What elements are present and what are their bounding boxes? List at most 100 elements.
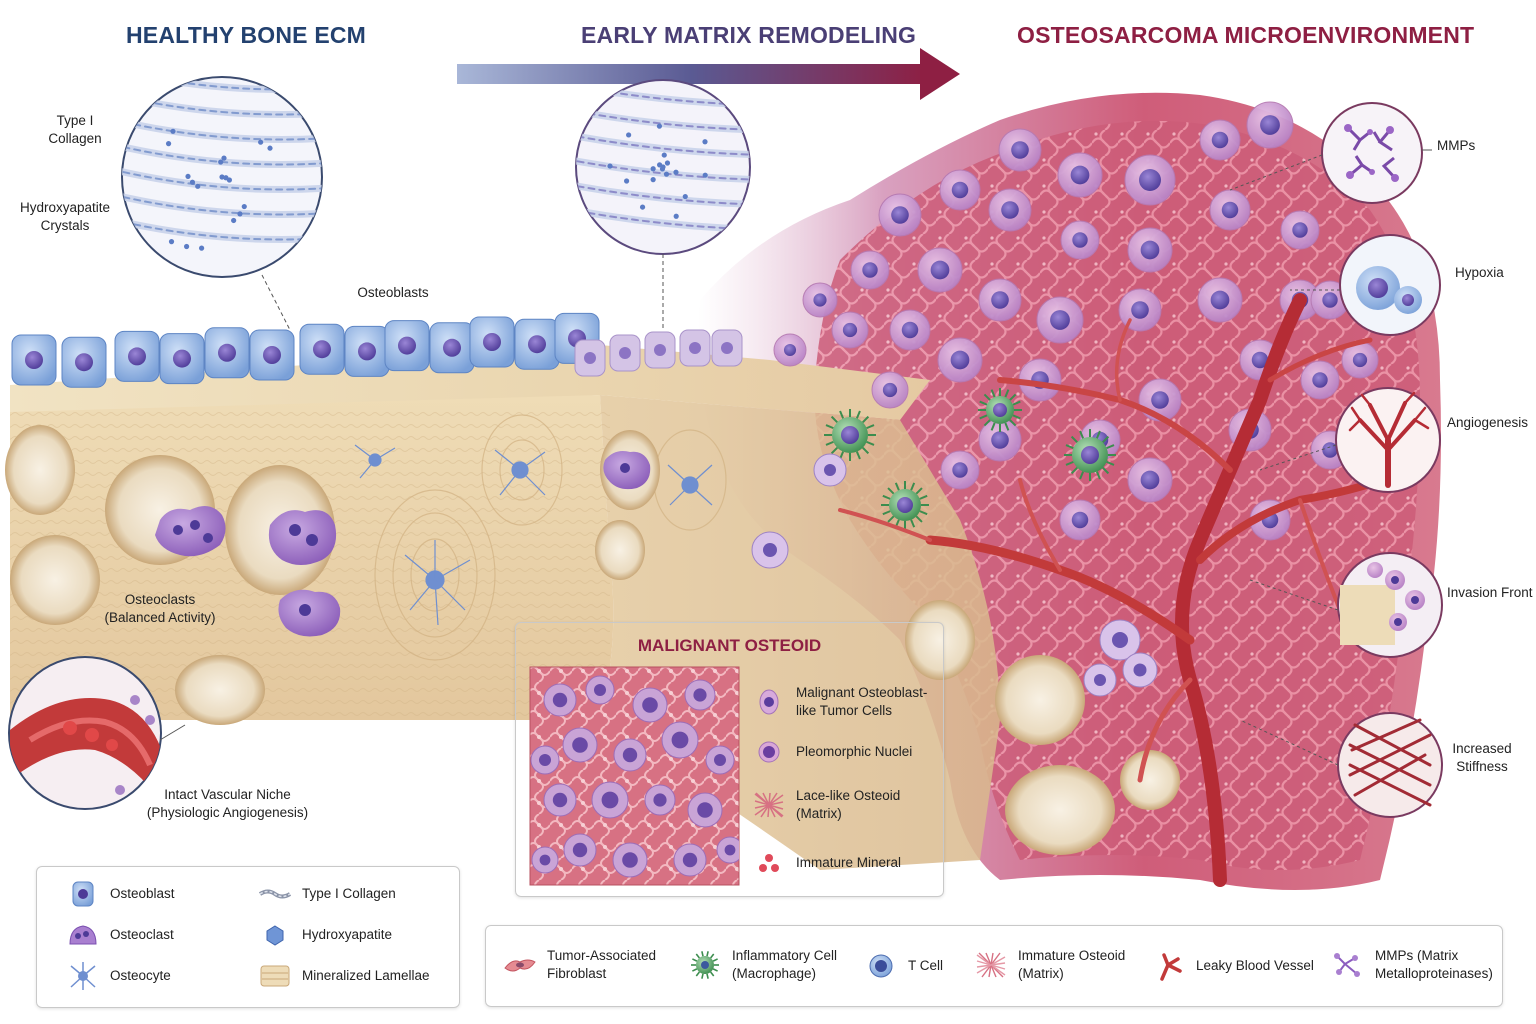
- legend-label-line: Lace-like Osteoid: [796, 788, 901, 803]
- legend-icon-wrap: [1152, 951, 1186, 981]
- legend-item-label: Osteoblast: [110, 885, 175, 903]
- legend-label-line: Fibroblast: [547, 966, 607, 981]
- legend-icon-wrap: [1331, 950, 1365, 980]
- legend-label-line: (Macrophage): [732, 966, 817, 981]
- transitional-cell: [644, 331, 676, 369]
- legend-item-label: Immature Mineral: [796, 854, 901, 872]
- malignant-osteoid-title: MALIGNANT OSTEOID: [637, 636, 822, 655]
- hydroxyapatite-icon: [266, 925, 284, 946]
- osteoblast-cell: [114, 330, 160, 382]
- early-section-title: EARLY MATRIX REMODELING: [581, 22, 917, 48]
- legend-label-line: Osteoclast: [110, 927, 174, 942]
- osteoblast-icon: [72, 881, 94, 907]
- osteoid-tumor-cell: [613, 738, 647, 772]
- transitional-cell: [609, 334, 641, 372]
- legend-item-label: Osteoclast: [110, 926, 174, 944]
- transitional-cell: [574, 339, 606, 377]
- leaky-vessel-icon: [1160, 953, 1182, 981]
- tumor-cell: [1246, 101, 1294, 149]
- hypoxia-callout-circle: [1339, 234, 1441, 336]
- osteoblast-row: [11, 312, 743, 388]
- legend-item-label: Pleomorphic Nuclei: [796, 743, 912, 761]
- tumor-cell-icon: [759, 689, 779, 715]
- hypoxia-callout-label: Hypoxia: [1455, 265, 1504, 280]
- legend-icon-wrap: [66, 961, 100, 991]
- legend-label-line: Hydroxyapatite: [302, 927, 393, 942]
- macrophage-cell: [881, 481, 929, 529]
- transitional-cell: [679, 329, 711, 367]
- legend-icon-wrap: [258, 961, 292, 991]
- early-remodeling-zoom-circle: [575, 79, 751, 330]
- tumor-cell: [978, 418, 1022, 462]
- fibroblast-icon: [504, 959, 536, 972]
- osteoid-tumor-cell: [612, 842, 648, 878]
- osteocyte-icon: [70, 962, 96, 990]
- legend-label-line: like Tumor Cells: [796, 703, 893, 718]
- osteoblast-cell: [469, 316, 515, 368]
- collagen-fiber-icon: [258, 889, 292, 899]
- angiogenesis-callout-circle: [1335, 387, 1441, 493]
- osteoid-tumor-cell: [644, 784, 676, 816]
- tumor-cell: [1036, 296, 1084, 344]
- legend-icon-wrap: [688, 950, 722, 980]
- osteoblast-cell: [299, 323, 345, 375]
- mmp-icon: [1334, 953, 1360, 977]
- osteoclasts-label: Osteoclasts(Balanced Activity): [104, 592, 216, 625]
- legend-label-line: Osteocyte: [110, 968, 171, 983]
- tumor-cell: [871, 371, 909, 409]
- legend-icon-wrap: [974, 950, 1008, 980]
- malignant-osteoid-image: [529, 666, 740, 886]
- invading-tumor-cell: [1099, 619, 1141, 661]
- osteoid-tumor-cell: [543, 683, 577, 717]
- leaky-blood-vessels: [838, 293, 1414, 887]
- tumor-cell: [1199, 119, 1241, 161]
- osteoid-mesh-icon: [754, 792, 784, 818]
- legend-item-label: Mineralized Lamellae: [302, 967, 430, 985]
- legend-label-line: Inflammatory Cell: [732, 948, 838, 963]
- osteoblast-cell: [249, 329, 295, 381]
- tumor-cell: [850, 250, 890, 290]
- legend-item: Hydroxyapatite: [258, 920, 392, 950]
- legend-icon-wrap: [66, 920, 100, 950]
- invading-tumor-cell: [751, 531, 789, 569]
- legend-item: Osteocyte: [66, 961, 171, 991]
- osteoblast-cell: [204, 327, 250, 379]
- invasion-front-callout-circle: [1337, 552, 1443, 658]
- lamellae-icon: [260, 965, 290, 987]
- osteoblast-cell: [429, 322, 475, 374]
- osteoid-tumor-cell: [687, 792, 723, 828]
- invading-tumor-cell: [1122, 652, 1158, 688]
- legend-item: Immature Osteoid(Matrix): [974, 947, 1125, 983]
- tumor-cell: [978, 278, 1022, 322]
- t-cell-icon: [869, 954, 893, 978]
- tumor-cell: [1127, 457, 1173, 503]
- tumor-cell: [1059, 499, 1101, 541]
- legend-label-line: Mineralized Lamellae: [302, 968, 430, 983]
- osteocytes: [354, 444, 713, 626]
- tumor-cell: [937, 337, 983, 383]
- legend-icon-wrap: [864, 951, 898, 981]
- legend-item: Pleomorphic Nuclei: [752, 737, 912, 767]
- tumor-cell: [1057, 152, 1103, 198]
- legend-label-line: Osteoblast: [110, 886, 175, 901]
- legend-icon-wrap: [258, 879, 292, 909]
- osteoblast-cell: [159, 333, 205, 385]
- legend-icon-wrap: [503, 950, 537, 980]
- legend-item-label: Type I Collagen: [302, 885, 396, 903]
- malignant-osteoid-panel: MALIGNANT OSTEOID: [515, 622, 944, 897]
- tumor-cell: [831, 311, 869, 349]
- legend-item: Mineralized Lamellae: [258, 961, 430, 991]
- stiffness-callout-circle: [1337, 712, 1443, 818]
- osteoid-tumor-cell: [632, 687, 668, 723]
- tumor-cell: [1300, 360, 1340, 400]
- osteoid-tumor-cell: [716, 836, 739, 864]
- legend-item-label: Leaky Blood Vessel: [1196, 957, 1314, 975]
- invading-tumor-cell: [813, 453, 847, 487]
- tumor-cell: [878, 193, 922, 237]
- vascular-niche-zoom-circle: [8, 656, 186, 810]
